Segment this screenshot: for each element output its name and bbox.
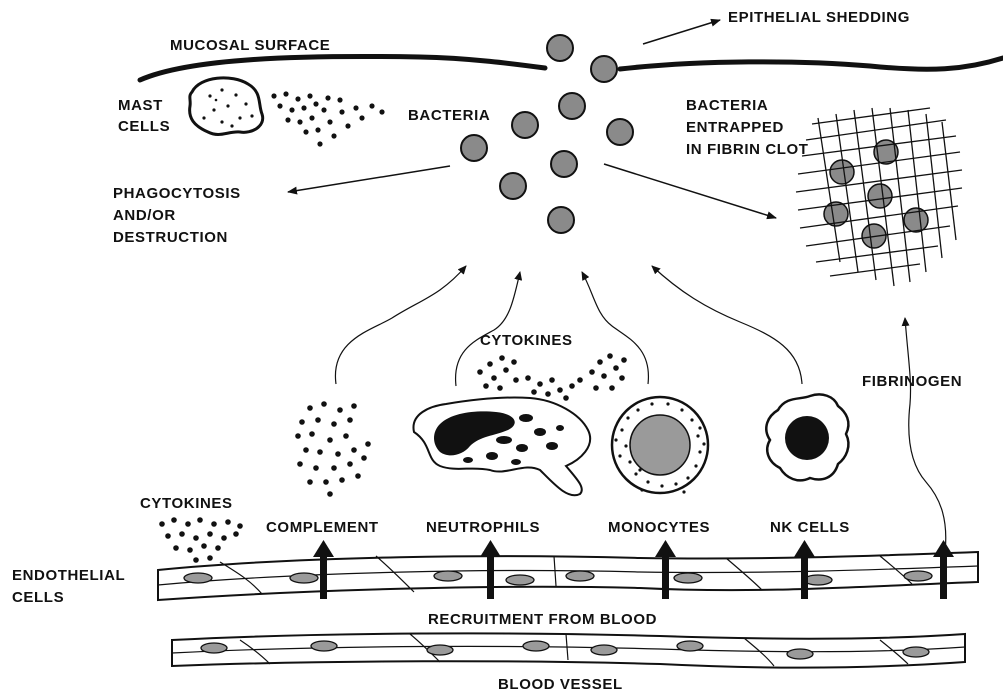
nk-migration-arrow bbox=[652, 266, 802, 384]
endothelial-nucleus bbox=[434, 571, 462, 581]
phagocytosis-arrow bbox=[288, 166, 450, 192]
bacteria-cluster bbox=[461, 35, 633, 233]
vessel-nucleus bbox=[201, 643, 227, 653]
endothelial-nucleus bbox=[566, 571, 594, 581]
mast-cell-granules bbox=[271, 91, 384, 146]
endothelial-nucleus bbox=[290, 573, 318, 583]
cytokines-left-particles bbox=[159, 517, 243, 563]
bacterium bbox=[551, 151, 577, 177]
complement-particles bbox=[295, 401, 371, 497]
entrapped-label-line3: IN FIBRIN CLOT bbox=[686, 141, 809, 158]
vessel-nucleus bbox=[787, 649, 813, 659]
fibrin-clot-arrow bbox=[604, 164, 776, 218]
endothelial-nucleus bbox=[184, 573, 212, 583]
fibrinogen-label: FIBRINOGEN bbox=[862, 373, 962, 390]
vessel-nucleus bbox=[903, 647, 929, 657]
bacterium bbox=[559, 93, 585, 119]
mucosal-surface-line-right bbox=[620, 58, 1003, 69]
cytokines-top-label: CYTOKINES bbox=[480, 332, 573, 349]
mast-cells-label-line1: MAST bbox=[118, 97, 163, 114]
vessel-nucleus bbox=[523, 641, 549, 651]
bacteria-label: BACTERIA bbox=[408, 107, 490, 124]
blood-vessel-label: BLOOD VESSEL bbox=[498, 676, 623, 693]
complement-label: COMPLEMENT bbox=[266, 519, 379, 536]
cytokines-left-label: CYTOKINES bbox=[140, 495, 233, 512]
bacterium bbox=[500, 173, 526, 199]
entrapped-label-line1: BACTERIA bbox=[686, 97, 768, 114]
recruitment-label: RECRUITMENT FROM BLOOD bbox=[428, 611, 657, 628]
vessel-nucleus bbox=[677, 641, 703, 651]
vessel-nucleus bbox=[591, 645, 617, 655]
phagocytosis-label-line3: DESTRUCTION bbox=[113, 229, 228, 246]
endothelial-nucleus bbox=[904, 571, 932, 581]
complement-migration-arrow bbox=[335, 266, 466, 384]
neutrophils-label: NEUTROPHILS bbox=[426, 519, 540, 536]
cytokines-top-particles bbox=[477, 353, 627, 401]
epithelial-shedding-arrow bbox=[643, 20, 720, 44]
neutrophil-cell bbox=[413, 397, 590, 495]
phagocytosis-label-line1: PHAGOCYTOSIS bbox=[113, 185, 241, 202]
mucosal-surface-line bbox=[140, 56, 545, 80]
endothelial-cells-label-line2: CELLS bbox=[12, 589, 64, 606]
bacterium bbox=[591, 56, 617, 82]
neutrophil-migration-arrow bbox=[456, 272, 520, 386]
endothelial-nucleus bbox=[674, 573, 702, 583]
fibrin-clot bbox=[796, 108, 962, 286]
mast-cell bbox=[190, 78, 263, 135]
entrapped-label-line2: ENTRAPPED bbox=[686, 119, 784, 136]
nk-cell bbox=[766, 394, 848, 480]
bacterium bbox=[548, 207, 574, 233]
vessel-nucleus bbox=[311, 641, 337, 651]
mast-cells-label-line2: CELLS bbox=[118, 118, 170, 135]
entrapped-bacterium bbox=[868, 184, 892, 208]
phagocytosis-label-line2: AND/OR bbox=[113, 207, 176, 224]
endothelial-layer bbox=[158, 552, 978, 600]
bacterium bbox=[461, 135, 487, 161]
blood-vessel bbox=[172, 633, 965, 667]
fibrinogen-migration-arrow bbox=[905, 318, 946, 560]
endothelial-nucleus bbox=[506, 575, 534, 585]
endothelial-cells-label-line1: ENDOTHELIAL bbox=[12, 567, 125, 584]
mucosal-surface-label: MUCOSAL SURFACE bbox=[170, 37, 330, 54]
endothelial-nucleus bbox=[804, 575, 832, 585]
monocyte-cell bbox=[612, 397, 708, 494]
nk-cells-label: NK CELLS bbox=[770, 519, 850, 536]
bacterium bbox=[547, 35, 573, 61]
vessel-nucleus bbox=[427, 645, 453, 655]
epithelial-shedding-label: EPITHELIAL SHEDDING bbox=[728, 9, 910, 26]
bacterium bbox=[512, 112, 538, 138]
entrapped-bacterium bbox=[830, 160, 854, 184]
monocytes-label: MONOCYTES bbox=[608, 519, 710, 536]
bacterium bbox=[607, 119, 633, 145]
